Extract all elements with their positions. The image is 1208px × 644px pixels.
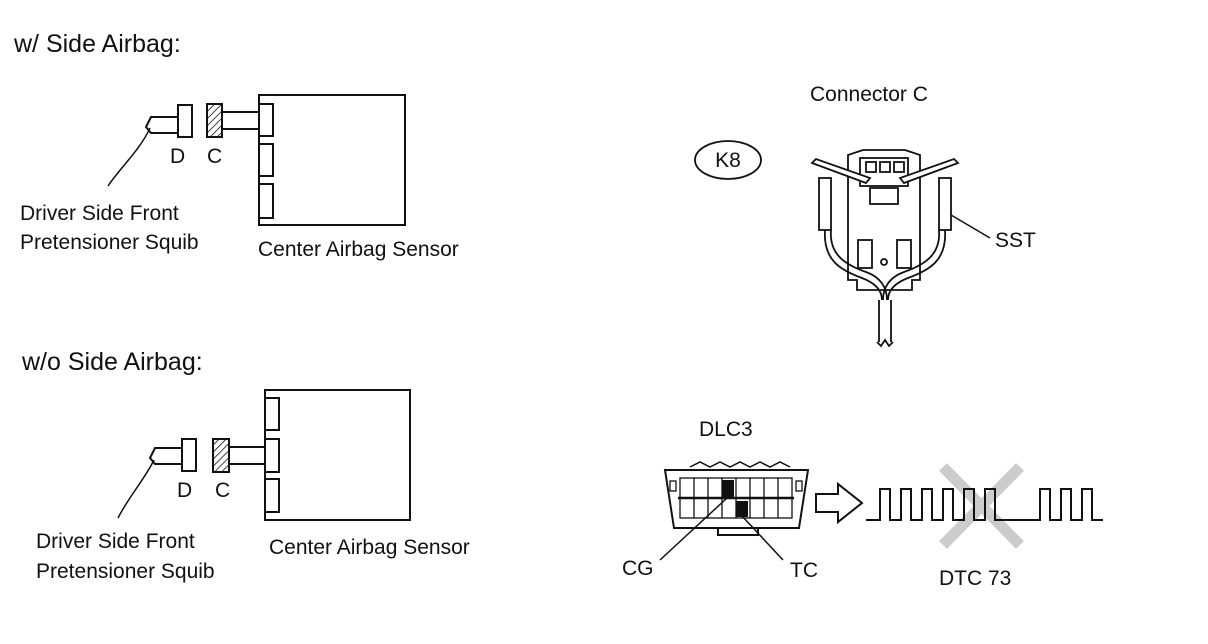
connector-d-label: D: [177, 479, 192, 502]
squib-label-line2: Pretensioner Squib: [36, 560, 215, 583]
connector-view-title: Connector C: [810, 83, 928, 106]
center-airbag-sensor: [264, 389, 411, 521]
section-with-side-airbag: w/ Side Airbag: D C Center Airbag Sensor…: [13, 30, 459, 261]
dlc3-view: DLC3: [622, 418, 1103, 590]
sst-lead: [876, 300, 894, 348]
connector-d-label: D: [170, 145, 185, 168]
cg-leader-line: [659, 497, 728, 561]
section-without-side-airbag: w/o Side Airbag: D C Center Airbag Senso…: [21, 348, 470, 583]
section-heading: w/o Side Airbag:: [21, 348, 203, 376]
cross-mark-icon: [939, 463, 1024, 549]
squib-leader-line: [107, 127, 151, 187]
connector-c: [206, 103, 261, 138]
terminal-cg-pin: [722, 480, 734, 497]
connector-c-label: C: [215, 479, 230, 502]
terminal-tc-pin: [736, 501, 748, 517]
terminal-cg-label: CG: [622, 557, 654, 580]
sst-probe-left: [810, 157, 888, 301]
connector-c-view: Connector C K8: [694, 83, 1036, 348]
sst-probe-right: [882, 157, 960, 301]
connector-c: [212, 438, 266, 473]
squib-plug-d: [144, 104, 193, 138]
squib-label-line2: Pretensioner Squib: [20, 231, 199, 254]
dlc3-title: DLC3: [699, 418, 753, 441]
squib-label-line1: Driver Side Front: [20, 202, 179, 225]
dtc-label: DTC 73: [939, 567, 1011, 590]
sensor-label: Center Airbag Sensor: [269, 536, 470, 559]
sst-label: SST: [995, 229, 1036, 252]
connector-c-label: C: [207, 145, 222, 168]
sensor-label: Center Airbag Sensor: [258, 238, 459, 261]
squib-leader-line: [117, 459, 155, 519]
arrow-icon: [815, 481, 864, 525]
center-airbag-sensor: [258, 94, 406, 226]
squib-plug-d: [148, 438, 197, 472]
code-badge-oval: [694, 140, 762, 180]
dtc-pulse-waveform: [866, 488, 1103, 521]
squib-label-line1: Driver Side Front: [36, 530, 195, 553]
section-heading: w/ Side Airbag:: [13, 30, 181, 58]
sst-leader-line: [950, 214, 991, 239]
connector-housing: [847, 149, 921, 291]
tc-leader-line: [741, 515, 784, 561]
code-badge: K8: [715, 149, 741, 172]
terminal-tc-label: TC: [790, 559, 818, 582]
